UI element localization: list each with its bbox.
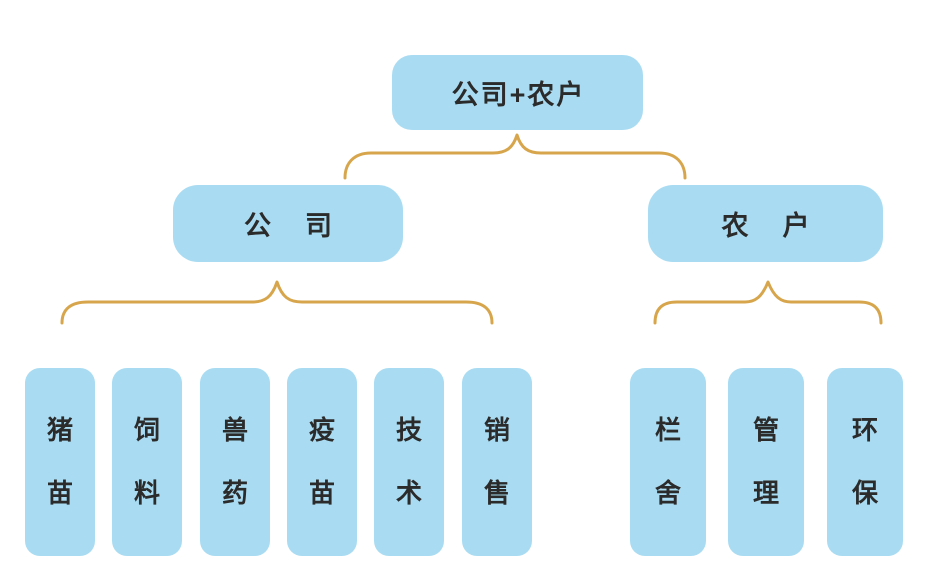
company-leaf-node: 饲料 [112, 368, 182, 556]
company-leaf-node: 疫苗 [287, 368, 357, 556]
company-node-label: 公司 [244, 211, 366, 241]
root-node-label: 公司+农户 [451, 80, 586, 110]
company-leaf-label: 技术 [395, 415, 422, 508]
farmer-leaf-label: 管理 [752, 415, 779, 508]
farmer-leaf-label: 栏舍 [654, 415, 681, 508]
farmer-node-label: 农户 [721, 211, 844, 241]
farmer-node: 农户 [648, 185, 883, 262]
company-leaf-node: 猪苗 [25, 368, 95, 556]
company-leaf-node: 技术 [374, 368, 444, 556]
company-node: 公司 [173, 185, 403, 262]
company-leaf-label: 猪苗 [46, 415, 73, 508]
company-brace-connector [60, 280, 494, 325]
farmer-leaf-node: 栏舍 [630, 368, 706, 556]
farmer-brace-connector [653, 280, 883, 325]
root-brace-connector [343, 133, 687, 180]
company-leaf-node: 兽药 [200, 368, 270, 556]
farmer-leaf-node: 环保 [827, 368, 903, 556]
company-leaf-label: 兽药 [221, 415, 248, 508]
company-leaf-label: 饲料 [133, 415, 160, 508]
farmer-leaf-node: 管理 [728, 368, 804, 556]
company-leaf-node: 销售 [462, 368, 532, 556]
company-leaf-label: 疫苗 [308, 415, 335, 508]
company-leaf-label: 销售 [483, 415, 510, 508]
root-node: 公司+农户 [392, 55, 643, 130]
farmer-leaf-label: 环保 [851, 415, 878, 508]
